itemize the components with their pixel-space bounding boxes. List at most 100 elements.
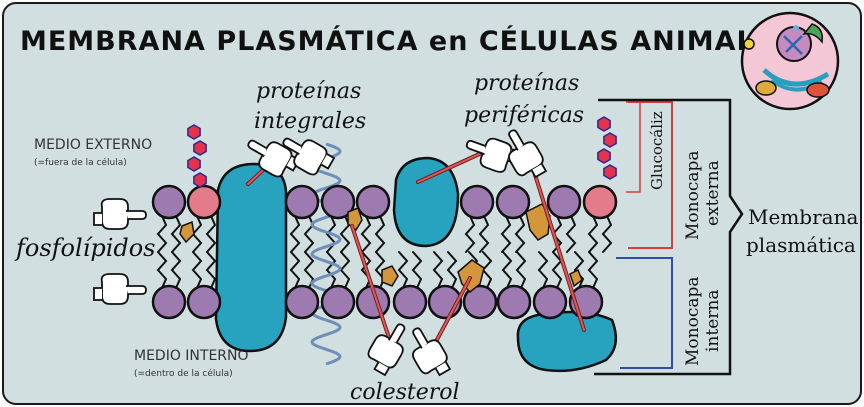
cholesterol-molecule — [179, 220, 195, 244]
fosfolipidos-label: fosfolípidos — [14, 234, 156, 262]
fatty-acid-tail — [191, 251, 203, 289]
pointer-sticks — [246, 149, 586, 351]
fatty-acid-tail — [411, 251, 423, 289]
fatty-acid-tail — [303, 215, 315, 253]
fatty-acid-tail — [565, 215, 577, 253]
membrana-label-2: plasmática — [746, 233, 856, 257]
fatty-acid-tail — [551, 251, 563, 289]
sugar-hexagon — [597, 116, 611, 132]
sugar-hexagon — [193, 140, 207, 156]
membrana-label-1: Membrana — [748, 205, 858, 229]
phospholipid-head — [186, 284, 222, 320]
fatty-acid-tail — [573, 251, 585, 289]
fatty-acid-tail — [501, 251, 513, 289]
pointing-hand-icon — [367, 323, 406, 377]
fatty-acid-tail — [205, 215, 217, 253]
phospholipid-head — [284, 184, 320, 220]
phospholipid-head — [320, 184, 356, 220]
fatty-acid-tail — [339, 251, 351, 289]
phospholipid-head — [392, 284, 428, 320]
sugar-hexagon — [187, 156, 201, 172]
pointing-hand-icon — [508, 129, 548, 179]
cholesterol-molecule — [381, 265, 399, 287]
sugar-hexagon — [187, 124, 201, 140]
helical-integral-protein — [310, 142, 342, 366]
medio-interno-label: MEDIO INTERNO — [134, 348, 249, 364]
monocapa-interna-bracket: Monocapa interna — [616, 257, 723, 369]
phospholipid-head — [546, 184, 582, 220]
fatty-acid-tail — [587, 215, 599, 253]
fatty-acid-tail — [500, 215, 512, 253]
animal-cell-icon — [740, 11, 840, 111]
phospholipid-head — [320, 284, 356, 320]
fatty-acid-tail — [170, 215, 182, 253]
phospholipid-head — [459, 184, 495, 220]
fatty-acid-tail — [446, 251, 458, 289]
phospholipid-head — [532, 284, 568, 320]
fatty-acid-tail — [156, 215, 168, 253]
fatty-acid-tail — [537, 251, 549, 289]
fatty-acid-tail — [478, 215, 490, 253]
phospholipid-heads — [151, 184, 618, 320]
glycolipid-head — [582, 184, 618, 220]
monocapa-externa-label-1: Monocapa — [683, 151, 703, 241]
monocapa-interna-label-2: interna — [703, 290, 723, 353]
sugar-hexagon — [193, 172, 207, 188]
fatty-acid-tail — [325, 251, 337, 289]
fatty-acid-tail — [397, 251, 409, 289]
diagram-title: MEMBRANA PLASMÁTICA en CÉLULAS ANIMALES — [20, 25, 795, 57]
pointing-hand-icon — [282, 137, 336, 176]
monocapa-externa-bracket: Monocapa externa — [628, 101, 723, 249]
pointing-hand-icon — [93, 273, 147, 305]
fatty-acid-tail — [514, 215, 526, 253]
fatty-acid-tail — [587, 251, 599, 289]
fatty-acid-tail — [374, 215, 386, 253]
integral-protein — [214, 162, 288, 353]
fatty-acid-tail — [515, 251, 527, 289]
pointing-hand-icon — [412, 327, 452, 377]
fatty-acid-tail — [464, 215, 476, 253]
fatty-acid-tail — [289, 251, 301, 289]
medio-externo-label: MEDIO EXTERNO — [34, 137, 152, 153]
medio-interno-note: (=dentro de la célula) — [134, 368, 233, 379]
glycocalyx-sugars — [187, 116, 617, 188]
phospholipid-head — [284, 284, 320, 320]
phospholipid-head — [151, 184, 187, 220]
peripheral-protein-inner — [516, 310, 618, 373]
proteinas-perifericas-label-2: periféricas — [464, 103, 584, 128]
phospholipid-head — [462, 284, 498, 320]
colesterol-label: colesterol — [350, 380, 460, 405]
fatty-acid-tail — [205, 251, 217, 289]
proteinas-integrales-label-1: proteínas — [256, 79, 361, 104]
sugar-hexagon — [603, 132, 617, 148]
phospholipid-head — [495, 184, 531, 220]
lipid-tails — [156, 215, 613, 289]
phospholipid-head — [496, 284, 532, 320]
fatty-acid-tail — [289, 215, 301, 253]
fatty-acid-tail — [170, 251, 182, 289]
sugar-hexagon — [603, 164, 617, 180]
cholesterol-molecule — [457, 259, 485, 294]
proteinas-integrales-label-2: integrales — [254, 109, 366, 134]
pointing-hand-icon — [93, 198, 147, 230]
phospholipid-head — [355, 184, 391, 220]
sugar-hexagon — [597, 148, 611, 164]
pointing-hand-icon — [465, 137, 521, 173]
glycolipid-head — [186, 184, 222, 220]
membrana-plasmatica-bracket: Membrana plasmática — [594, 98, 858, 376]
glucocaliz-bracket: Glucocáliz — [626, 101, 666, 193]
monocapa-interna-label-1: Monocapa — [683, 277, 703, 367]
proteinas-perifericas-label-1: proteínas — [474, 71, 579, 96]
pointing-hands — [93, 129, 548, 377]
glucocaliz-label: Glucocáliz — [648, 111, 666, 190]
monocapa-externa-label-2: externa — [703, 160, 723, 226]
fatty-acid-tail — [601, 215, 613, 253]
cholesterol-molecule — [569, 268, 583, 288]
peripheral-protein-outer — [392, 156, 460, 248]
fatty-acid-tail — [156, 251, 168, 289]
cholesterol-molecule — [525, 203, 551, 241]
phospholipid-head — [151, 284, 187, 320]
fatty-acid-tail — [360, 215, 372, 253]
fatty-acid-tail — [432, 251, 444, 289]
